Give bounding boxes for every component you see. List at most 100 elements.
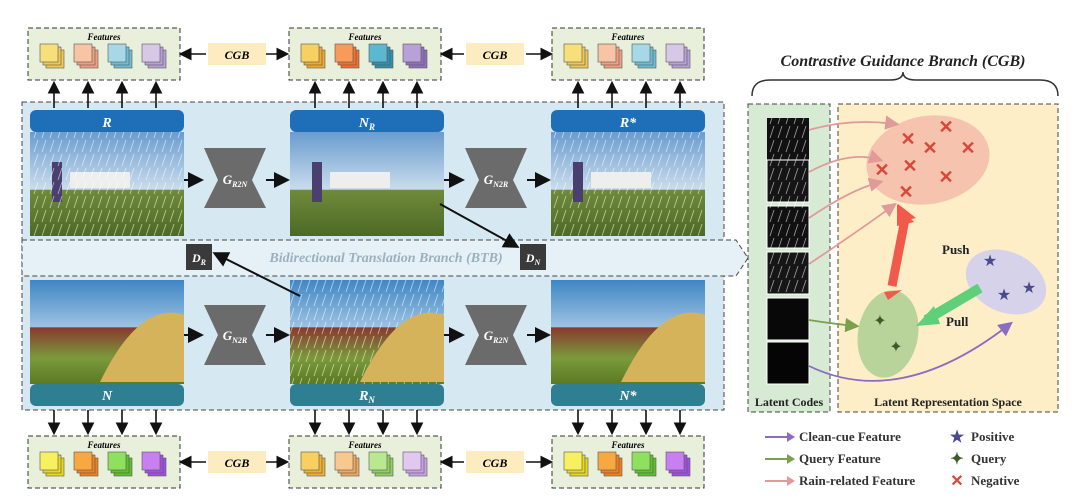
feature-map (597, 43, 617, 63)
image-label-n-star: N* (618, 389, 637, 404)
image-panel-n: N (30, 280, 184, 406)
cgb-brace (751, 71, 1059, 97)
feature-map (141, 451, 161, 471)
feature-map (107, 451, 127, 471)
mapping-arrows (808, 115, 1013, 382)
svg-text:✕: ✕ (902, 156, 917, 176)
svg-text:✦: ✦ (889, 339, 902, 356)
image-label-r-star: R* (619, 116, 637, 131)
feature-map (368, 451, 388, 471)
legend-negative: ✕ Negative (949, 472, 1019, 490)
feature-map (300, 43, 320, 63)
generator-bottom-1: GN2R (204, 305, 266, 365)
cgb-tag-bottom-1: CGB (208, 451, 266, 473)
svg-text:✕: ✕ (898, 182, 913, 202)
feature-map (597, 451, 617, 471)
feature-map (141, 43, 161, 63)
feature-box-top-3: Features (551, 27, 705, 81)
cgb-tag-label: CGB (483, 48, 508, 62)
svg-text:★: ★ (1022, 280, 1036, 297)
svg-text:DN: DN (525, 251, 542, 267)
svg-text:GN2R: GN2R (223, 328, 248, 345)
feature-map (73, 43, 93, 63)
svg-text:✕: ✕ (922, 138, 937, 158)
push-arrow (884, 204, 916, 300)
image-label-rn: RN (358, 389, 375, 405)
svg-text:✕: ✕ (960, 138, 975, 158)
legend-query: ✦ Query (949, 450, 1006, 468)
generator-bottom-2: GR2N (465, 305, 527, 365)
latent-codes-label: Latent Codes (755, 395, 824, 409)
image-panel-n-star: N* (551, 280, 705, 406)
legend-clean-cue: Clean-cue Feature (765, 428, 901, 446)
feature-map (402, 43, 422, 63)
legend-query-feature-label: Query Feature (799, 451, 881, 466)
legend-rain-related-label: Rain-related Feature (799, 473, 916, 488)
discriminator-n: DN (520, 244, 546, 270)
feature-map (334, 451, 354, 471)
cgb-tag-top-2: CGB (466, 43, 524, 65)
svg-text:★: ★ (997, 287, 1011, 304)
feature-map (300, 451, 320, 471)
legend: Clean-cue Feature Query Feature Rain-rel… (765, 426, 1075, 498)
star-icon: ★★★ (983, 253, 1036, 304)
image-panel-rn: RN (290, 280, 444, 406)
latent-space-label: Latent Representation Space (874, 395, 1022, 409)
feature-map (563, 451, 583, 471)
cross-icon: ✕ (950, 473, 964, 490)
feature-map (665, 451, 685, 471)
discriminator-r: DR (186, 244, 212, 270)
pull-label: Pull (946, 314, 969, 329)
generator-top-1: GR2N (204, 148, 266, 208)
image-label-nr: NR (358, 116, 375, 132)
query-star-icon: ✦ (950, 451, 964, 468)
feature-box-top-1: Features (27, 27, 181, 81)
legend-positive: ★ Positive (949, 428, 1015, 446)
feature-map (39, 43, 59, 63)
legend-negative-label: Negative (971, 473, 1020, 488)
legend-query-feature: Query Feature (765, 450, 881, 468)
legend-query-label: Query (971, 451, 1007, 466)
query-star-icon: ✦✦ (873, 313, 902, 356)
cgb-tag-bottom-2: CGB (466, 451, 524, 473)
legend-clean-cue-label: Clean-cue Feature (799, 429, 901, 444)
features-label: Features (347, 32, 382, 42)
svg-text:✦: ✦ (873, 313, 886, 330)
features-label: Features (347, 440, 382, 450)
cgb-title: Contrastive Guidance Branch (CGB) (781, 53, 1026, 70)
cgb-tag-label: CGB (225, 48, 250, 62)
feature-map (631, 43, 651, 63)
positive-cluster (965, 249, 1047, 315)
legend-rain-related: Rain-related Feature (765, 472, 915, 490)
star-icon: ★ (949, 429, 965, 446)
feature-box-bottom-1: Features (27, 435, 181, 489)
arrow-right-icon (765, 454, 795, 464)
feature-map (73, 451, 93, 471)
feature-map (631, 451, 651, 471)
feature-map (402, 451, 422, 471)
push-label: Push (942, 242, 970, 257)
svg-text:DR: DR (191, 251, 207, 267)
btb-label: Bidirectional Translation Branch (BTB) (268, 251, 502, 266)
feature-map (368, 43, 388, 63)
svg-text:★: ★ (983, 253, 997, 270)
cgb-tag-label: CGB (225, 456, 250, 470)
svg-text:GN2R: GN2R (484, 172, 509, 189)
arrow-right-icon (765, 476, 795, 486)
legend-positive-label: Positive (971, 429, 1015, 444)
feature-box-top-2: Features (288, 27, 442, 81)
image-label-r: R (101, 116, 111, 131)
svg-text:✕: ✕ (938, 167, 953, 187)
feature-map (334, 43, 354, 63)
svg-text:GR2N: GR2N (484, 328, 510, 345)
svg-text:GR2N: GR2N (223, 172, 249, 189)
svg-text:✕: ✕ (874, 160, 889, 180)
features-label: Features (86, 440, 121, 450)
image-label-n: N (101, 389, 113, 404)
cgb-tag-label: CGB (483, 456, 508, 470)
feature-map (665, 43, 685, 63)
feature-box-bottom-3: Features (551, 435, 705, 489)
feature-map (39, 451, 59, 471)
